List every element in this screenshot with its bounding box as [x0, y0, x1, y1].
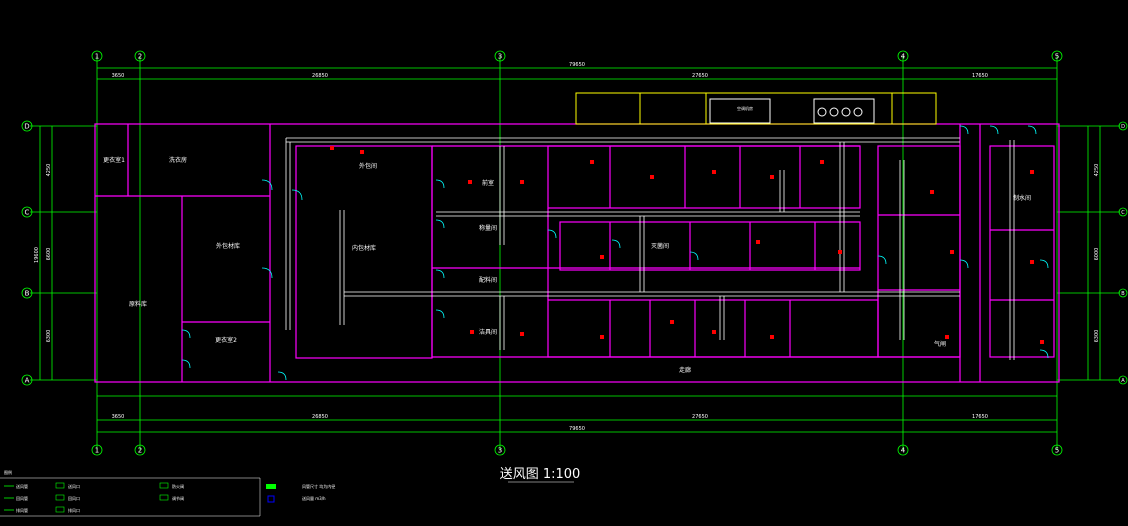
- legend-note: 风管尺寸 均为内径: [302, 483, 335, 489]
- axis-label: 2: [138, 53, 142, 61]
- legend-swatch-blue: [267, 495, 275, 503]
- legend-item: 排风管: [4, 507, 28, 513]
- legend-note: 送风量 m3/h: [302, 495, 326, 501]
- axis-label: A: [25, 377, 30, 385]
- room-label: 洗衣房: [169, 156, 187, 164]
- dim-span: 6000: [1094, 248, 1100, 261]
- dim-overall-bottom: 79650: [569, 426, 585, 432]
- legend-item: 回风管: [4, 495, 28, 501]
- dim-span: 3650: [112, 414, 125, 420]
- legend: 图例 送风管 回风管 排风管 送风口 回风口 排风口 防火阀: [0, 469, 335, 517]
- axis-label: B: [1121, 291, 1125, 297]
- axis-label: 1: [95, 53, 99, 61]
- svg-text:排风口: 排风口: [68, 507, 80, 513]
- room-label: 更衣室1: [103, 156, 125, 164]
- dim-span: 27650: [692, 414, 708, 420]
- dim-span: 26850: [312, 73, 328, 79]
- supply-ducts: [285, 137, 1015, 360]
- room-label: 外包间: [359, 162, 377, 170]
- dim-span: 6600: [46, 248, 52, 261]
- dim-overall-left: 19600: [34, 247, 40, 263]
- axis-label: D: [1121, 124, 1125, 130]
- room-label: 制水间: [1013, 194, 1031, 202]
- axis-label: A: [1121, 378, 1125, 384]
- room-label: 前室: [482, 179, 494, 187]
- axis-label: 1: [95, 447, 99, 455]
- legend-item: 调节阀: [159, 494, 184, 501]
- drawing-title: 送风图 1:100: [500, 467, 581, 482]
- axis-label: 5: [1055, 53, 1059, 61]
- legend-heading: 图例: [4, 469, 12, 475]
- axis-label: B: [25, 290, 30, 298]
- room-label: 灭菌间: [651, 242, 669, 250]
- axis-label: C: [25, 209, 30, 217]
- room-label: 配料间: [479, 276, 497, 284]
- axis-label: 3: [498, 447, 502, 455]
- equipment-room: [575, 92, 937, 125]
- room-label: 内包材库: [352, 244, 376, 252]
- dim-span: 3650: [112, 73, 125, 79]
- dim-span: 17650: [972, 73, 988, 79]
- room-label: 更衣室2: [215, 336, 237, 344]
- room-labels: 更衣室1 洗衣房 外包材库 原料库 更衣室2 内包材库 外包间 前室 称量间 配…: [103, 156, 1031, 374]
- svg-text:回风口: 回风口: [68, 496, 80, 501]
- legend-swatch-green: [266, 484, 276, 489]
- axis-label: C: [1121, 210, 1125, 216]
- room-label: 外包材库: [216, 242, 240, 250]
- svg-text:送风管: 送风管: [16, 483, 28, 489]
- legend-item: 防火阀: [159, 482, 184, 489]
- axis-label: 2: [138, 447, 142, 455]
- grid-axes: [21, 50, 1128, 456]
- axis-label: 5: [1055, 447, 1059, 455]
- dim-span: 6300: [1094, 330, 1100, 343]
- axis-label: D: [24, 123, 29, 131]
- legend-item: 送风口: [55, 482, 80, 489]
- air-outlets: [330, 146, 1044, 344]
- dim-span: 26850: [312, 414, 328, 420]
- legend-item: 回风口: [55, 494, 80, 501]
- room-label: 原料库: [129, 300, 147, 308]
- svg-text:回风管: 回风管: [16, 495, 28, 501]
- dim-span: 4250: [46, 164, 52, 177]
- svg-text:调节阀: 调节阀: [172, 495, 184, 501]
- room-label: 称量间: [479, 224, 497, 232]
- dim-span: 6300: [46, 330, 52, 343]
- legend-item: 送风管: [4, 483, 28, 489]
- svg-text:送风口: 送风口: [68, 483, 80, 489]
- legend-item: 排风口: [55, 506, 80, 513]
- dim-overall-top: 79650: [569, 62, 585, 68]
- axis-label: 3: [498, 53, 502, 61]
- building-walls: [94, 123, 1060, 383]
- room-label: 走廊: [679, 366, 691, 374]
- dim-span: 27650: [692, 73, 708, 79]
- svg-text:排风管: 排风管: [16, 507, 28, 513]
- room-label: 洁具间: [479, 328, 497, 336]
- svg-text:防火阀: 防火阀: [172, 483, 184, 489]
- doors: [181, 125, 1049, 381]
- dimension-text: 79650 3650 26850 27650 17650 3650 26850 …: [34, 62, 1100, 432]
- axis-label: 4: [901, 447, 906, 455]
- room-label: 气闸: [934, 340, 946, 348]
- dim-span: 17650: [972, 414, 988, 420]
- axis-label: 4: [901, 53, 906, 61]
- grid-axis-labels: 1 2 3 4 5 1 2 3 4 5 D C B A D C B A: [24, 53, 1125, 455]
- dim-span: 4250: [1094, 164, 1100, 177]
- equipment-room-label: 空调机房: [737, 105, 753, 111]
